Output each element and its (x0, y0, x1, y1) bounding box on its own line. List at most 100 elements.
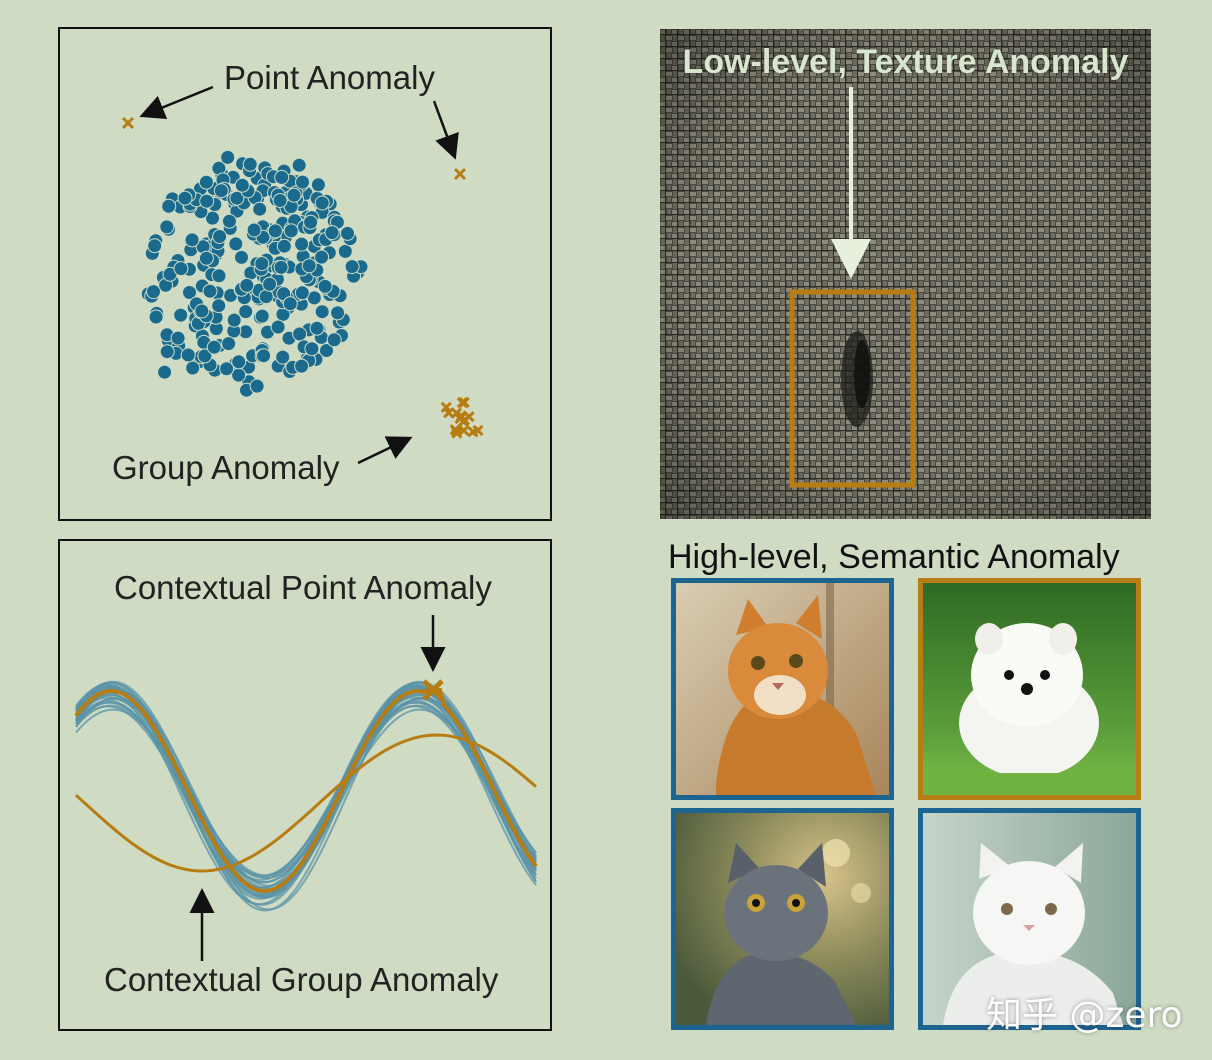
normal-point (194, 303, 210, 319)
normal-point (314, 195, 330, 211)
normal-point (231, 354, 247, 370)
normal-point (294, 236, 310, 252)
normal-point (213, 183, 229, 199)
contextual-point-anomaly-series (74, 688, 538, 894)
normal-point (242, 156, 258, 172)
normal-point (304, 341, 320, 357)
normal-point (344, 259, 360, 275)
normal-point (273, 259, 289, 275)
normal-point (182, 285, 197, 300)
normal-point (314, 304, 330, 320)
normal-point (161, 198, 177, 214)
fabric-texture-image (660, 29, 1151, 519)
normal-point (252, 201, 268, 217)
white-cat-image (918, 808, 1141, 1030)
normal-point (148, 309, 164, 325)
normal-point (221, 213, 237, 229)
normal-point (254, 308, 270, 324)
normal-point (272, 193, 288, 208)
normal-point (219, 361, 235, 377)
normal-point (198, 250, 214, 266)
normal-point (262, 276, 278, 292)
normal-point (226, 312, 242, 328)
normal-point (159, 344, 175, 360)
group-anomaly-marker (451, 427, 463, 439)
normal-point (267, 223, 283, 239)
watermark: 知乎 @zero (986, 995, 1183, 1036)
normal-point (170, 330, 186, 346)
timeseries-anomaly-panel: Contextual Point Anomaly Contextual Grou… (58, 539, 552, 1031)
normal-point (184, 232, 200, 248)
group-anomaly-arrow (357, 436, 413, 465)
group-anomaly-marker (456, 396, 468, 409)
normal-point (159, 219, 175, 235)
gray-cat-image (671, 808, 894, 1030)
white-dog-image (918, 578, 1141, 800)
normal-point (147, 238, 163, 254)
normal-point (254, 256, 270, 272)
normal-series-line (75, 688, 537, 911)
normal-point (301, 258, 317, 274)
texture-anomaly-bbox (789, 289, 916, 488)
normal-series-line (75, 705, 537, 881)
normal-point (276, 238, 292, 254)
normal-point (199, 193, 215, 209)
normal-point (197, 348, 213, 364)
point-anomaly-marker (453, 167, 467, 181)
normal-point (282, 296, 298, 312)
normal-point (286, 187, 302, 203)
point-anomaly-label: Point Anomaly (224, 59, 435, 96)
normal-point (330, 305, 346, 321)
normal-point (324, 225, 340, 241)
normal-point (177, 190, 193, 206)
normal-point (212, 229, 228, 244)
normal-point (314, 249, 330, 265)
normal-point (229, 190, 245, 206)
contextual-group-label: Contextual Group Anomaly (104, 961, 499, 998)
normal-point (234, 177, 250, 193)
group-anomaly-marker (472, 424, 484, 437)
group-anomaly-label: Group Anomaly (112, 449, 340, 486)
normal-point (309, 320, 325, 336)
normal-point (180, 347, 196, 363)
normal-point (238, 304, 254, 320)
semantic-anomaly-title: High-level, Semantic Anomaly (668, 538, 1120, 576)
normal-point (340, 225, 355, 241)
normal-point (239, 277, 255, 293)
group-anomaly-markers (440, 396, 484, 439)
normal-point (294, 285, 310, 301)
normal-point (146, 284, 161, 300)
normal-point (246, 222, 262, 238)
normal-point (206, 339, 222, 355)
normal-point (256, 348, 272, 364)
timeseries-plot (74, 615, 538, 961)
group-anomaly-marker (455, 410, 467, 422)
normal-point (211, 268, 227, 284)
normal-point (270, 319, 286, 335)
fabric-tear-defect (841, 331, 873, 427)
normal-point (198, 174, 214, 190)
scatter-plot (121, 85, 484, 465)
point-anomaly-markers (121, 116, 467, 181)
normal-point (220, 149, 236, 165)
orange-cat-image (671, 578, 894, 800)
normal-point (221, 336, 237, 352)
normal-point (303, 214, 319, 230)
normal-point (275, 349, 291, 365)
point-anomaly-marker (121, 116, 135, 130)
point-anomaly-arrow-right (432, 100, 459, 160)
normal-point (295, 174, 310, 190)
contextual-point-marker (422, 679, 444, 701)
normal-point (157, 364, 173, 380)
normal-point (310, 177, 326, 193)
contextual-group-anomaly-series (74, 733, 537, 873)
texture-anomaly-panel: Low-level, Texture Anomaly (660, 29, 1151, 519)
contextual-point-label: Contextual Point Anomaly (114, 569, 492, 606)
normal-point (249, 378, 265, 394)
normal-point (234, 249, 249, 265)
normal-point (326, 332, 342, 348)
normal-point (319, 343, 334, 358)
normal-point (202, 283, 218, 299)
normal-point (337, 243, 353, 259)
scatter-anomaly-panel: Point Anomaly Group Anomaly (58, 27, 552, 521)
